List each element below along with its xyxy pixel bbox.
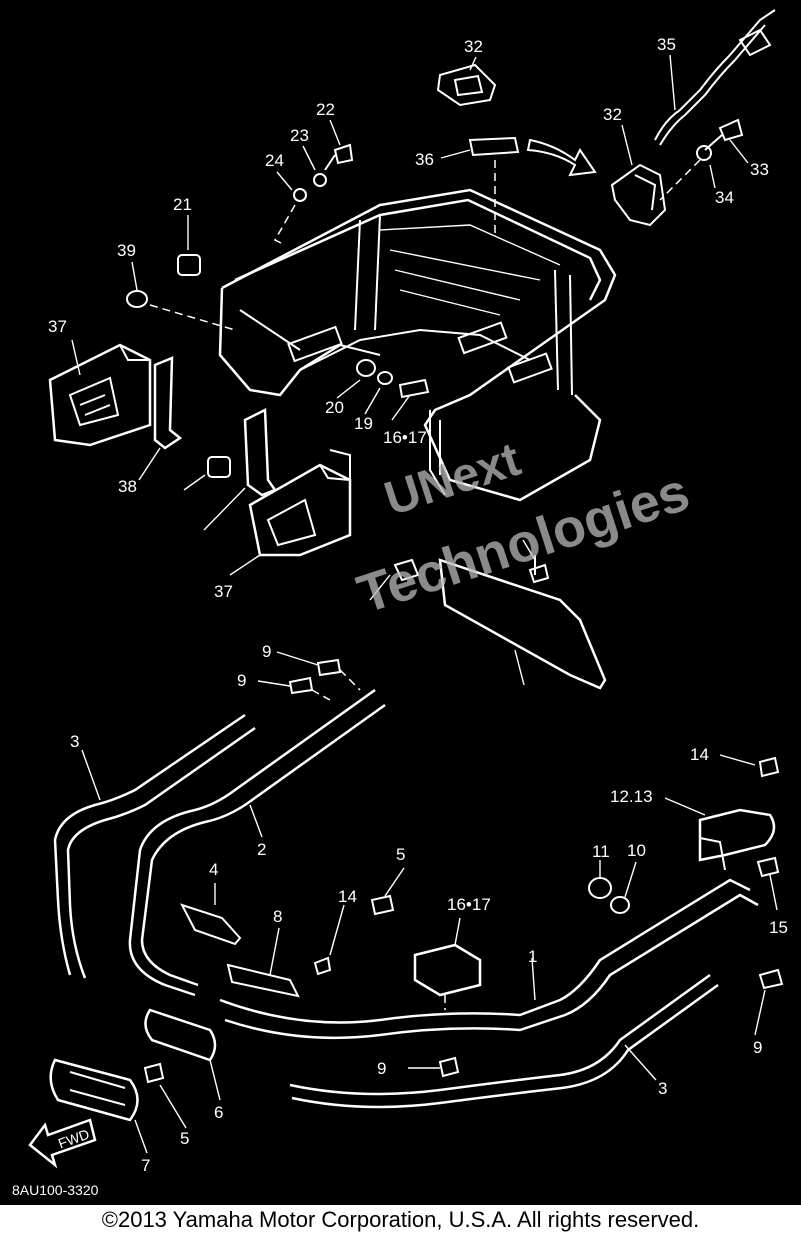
callout-29: 34 <box>715 188 734 207</box>
callout-2: 2 <box>257 840 266 859</box>
part-3-left-trim <box>53 713 246 976</box>
part-31-plate <box>468 136 520 157</box>
callout-labels: 32 35 22 32 23 24 36 33 34 21 39 37 20 1… <box>48 35 788 1175</box>
part-10-washer <box>610 896 630 914</box>
part-11-spacer <box>588 877 612 899</box>
part-23-bolt <box>324 143 354 171</box>
part-39-grommet <box>126 290 148 308</box>
callout-19: 16•17 <box>383 428 427 447</box>
callout-27: 32 <box>464 37 483 56</box>
part-30-cable <box>654 9 776 146</box>
drawing-code: 8AU100-3320 <box>12 1182 99 1198</box>
callout-11: 11 <box>592 842 610 861</box>
part-5-bolt-lower <box>143 1062 165 1084</box>
callout-9-right: 9 <box>753 1038 762 1057</box>
callout-32-right: 37 <box>214 582 233 601</box>
callout-15: 15 <box>769 918 788 937</box>
callout-7: 7 <box>141 1156 150 1175</box>
part-22-spacer <box>177 254 201 276</box>
part-4-plate <box>179 903 242 946</box>
callout-32-left: 37 <box>48 317 67 336</box>
part-25-nut <box>293 188 307 202</box>
callout-23: 22 <box>316 100 335 119</box>
callout-3-right: 3 <box>658 1079 667 1098</box>
callout-28: 33 <box>750 160 769 179</box>
part-28-bolt <box>704 118 744 151</box>
parts-diagram: 32 35 22 32 23 24 36 33 34 21 39 37 20 1… <box>0 0 801 1205</box>
part-3-right-trim <box>289 973 711 1096</box>
part-16-17-bracket <box>413 943 482 997</box>
exploded-parts-drawing: 32 35 22 32 23 24 36 33 34 21 39 37 20 1… <box>12 9 788 1198</box>
part-20-spacer <box>356 359 376 377</box>
callout-22: 21 <box>173 195 192 214</box>
part-14-screw-upper <box>758 756 780 778</box>
copyright-footer: ©2013 Yamaha Motor Corporation, U.S.A. A… <box>0 1205 801 1234</box>
part-21-washer <box>377 371 393 385</box>
part-15-screw <box>756 856 780 878</box>
part-9-bolt-bottom <box>438 1056 460 1078</box>
callout-39: 39 <box>117 241 136 260</box>
part-34-bracket <box>243 408 277 497</box>
callout-30: 35 <box>657 35 676 54</box>
part-26-latch <box>610 163 667 227</box>
rotation-arrow <box>526 138 597 177</box>
part-32-left-bracket <box>48 343 152 447</box>
part-1-main-rail <box>219 878 751 1024</box>
part-19-bolt <box>398 378 430 399</box>
part-7-grip <box>49 1058 139 1122</box>
part-9-bolt-a <box>316 658 342 677</box>
callout-9-b: 9 <box>237 671 246 690</box>
part-29-nut <box>696 145 712 161</box>
callout-9-a: 9 <box>262 642 271 661</box>
callout-3-left: 3 <box>70 732 79 751</box>
callout-12-13: 12.13 <box>610 787 653 806</box>
callout-33: 38 <box>118 477 137 496</box>
part-14-screw-lower <box>313 956 332 976</box>
callout-9-bottom: 9 <box>377 1059 386 1078</box>
fwd-arrow <box>28 1118 97 1169</box>
part-36-spacer <box>207 456 231 478</box>
watermark: UNext Technologies <box>351 433 697 625</box>
callout-21: 19 <box>354 414 373 433</box>
part-9-bolt-right <box>758 968 784 990</box>
callout-24: 23 <box>290 126 309 145</box>
callout-5-upper: 5 <box>396 845 405 864</box>
callout-16-17: 16•17 <box>447 895 491 914</box>
part-32-right-bracket <box>248 449 352 557</box>
callout-4: 4 <box>209 860 218 879</box>
part-6-grip <box>144 1008 217 1062</box>
part-35-nut <box>393 558 420 582</box>
part-12-13-clamp <box>698 808 776 862</box>
part-2-rail <box>128 688 376 997</box>
callout-20: 20 <box>325 398 344 417</box>
callout-6: 6 <box>214 1103 223 1122</box>
callout-1: 1 <box>528 947 537 966</box>
part-5-bolt-upper <box>370 894 395 916</box>
part-33-bracket <box>153 356 183 450</box>
callout-14-upper: 14 <box>690 745 709 764</box>
basket-frame <box>218 188 617 502</box>
callout-10: 10 <box>627 841 646 860</box>
callout-14-lower: 14 <box>338 887 357 906</box>
callout-26: 32 <box>603 105 622 124</box>
callout-8: 8 <box>273 907 282 926</box>
part-37-panel <box>438 558 607 690</box>
part-24-washer <box>313 173 327 187</box>
part-8-strip <box>226 963 300 998</box>
callout-5-lower: 5 <box>180 1129 189 1148</box>
callout-25: 24 <box>265 151 284 170</box>
callout-31: 36 <box>415 150 434 169</box>
part-9-bolt-b <box>288 676 314 695</box>
part-27-pad <box>436 63 497 107</box>
part-38-bolt <box>528 555 550 584</box>
